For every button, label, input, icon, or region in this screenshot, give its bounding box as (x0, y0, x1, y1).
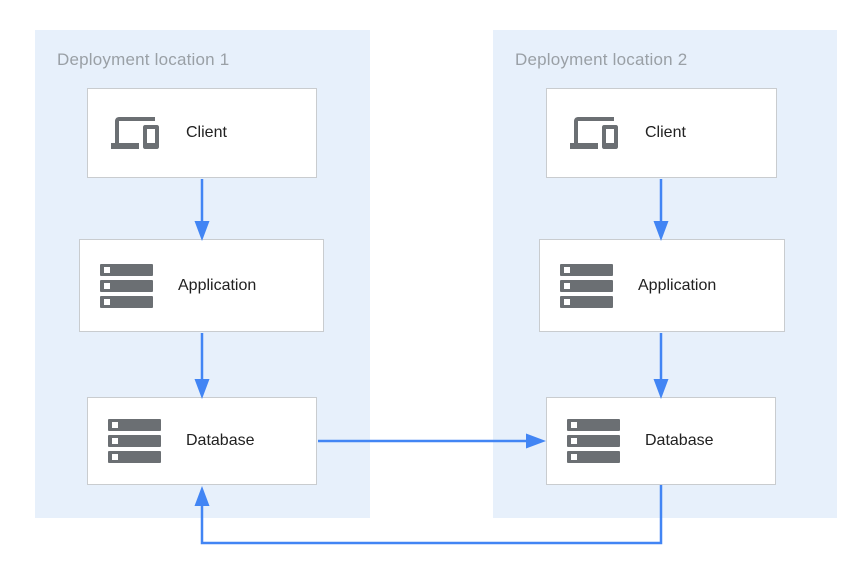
server-stack-icon (100, 263, 153, 308)
node-application-2: Application (539, 239, 785, 332)
node-client-2: Client (546, 88, 777, 178)
node-database-1: Database (87, 397, 317, 485)
node-label: Client (186, 124, 227, 141)
node-label: Application (178, 276, 257, 294)
node-label: Database (645, 432, 714, 449)
node-label: Application (638, 276, 717, 294)
devices-icon (567, 109, 620, 157)
devices-icon (108, 109, 161, 157)
node-label: Database (186, 432, 255, 449)
panel-title: Deployment location 2 (515, 50, 688, 69)
server-stack-icon (560, 263, 613, 308)
server-stack-icon (567, 419, 620, 463)
node-database-2: Database (546, 397, 776, 485)
node-label: Client (645, 124, 686, 141)
panel-title: Deployment location 1 (57, 50, 230, 69)
server-stack-icon (108, 419, 161, 463)
node-client-1: Client (87, 88, 317, 178)
node-application-1: Application (79, 239, 324, 332)
